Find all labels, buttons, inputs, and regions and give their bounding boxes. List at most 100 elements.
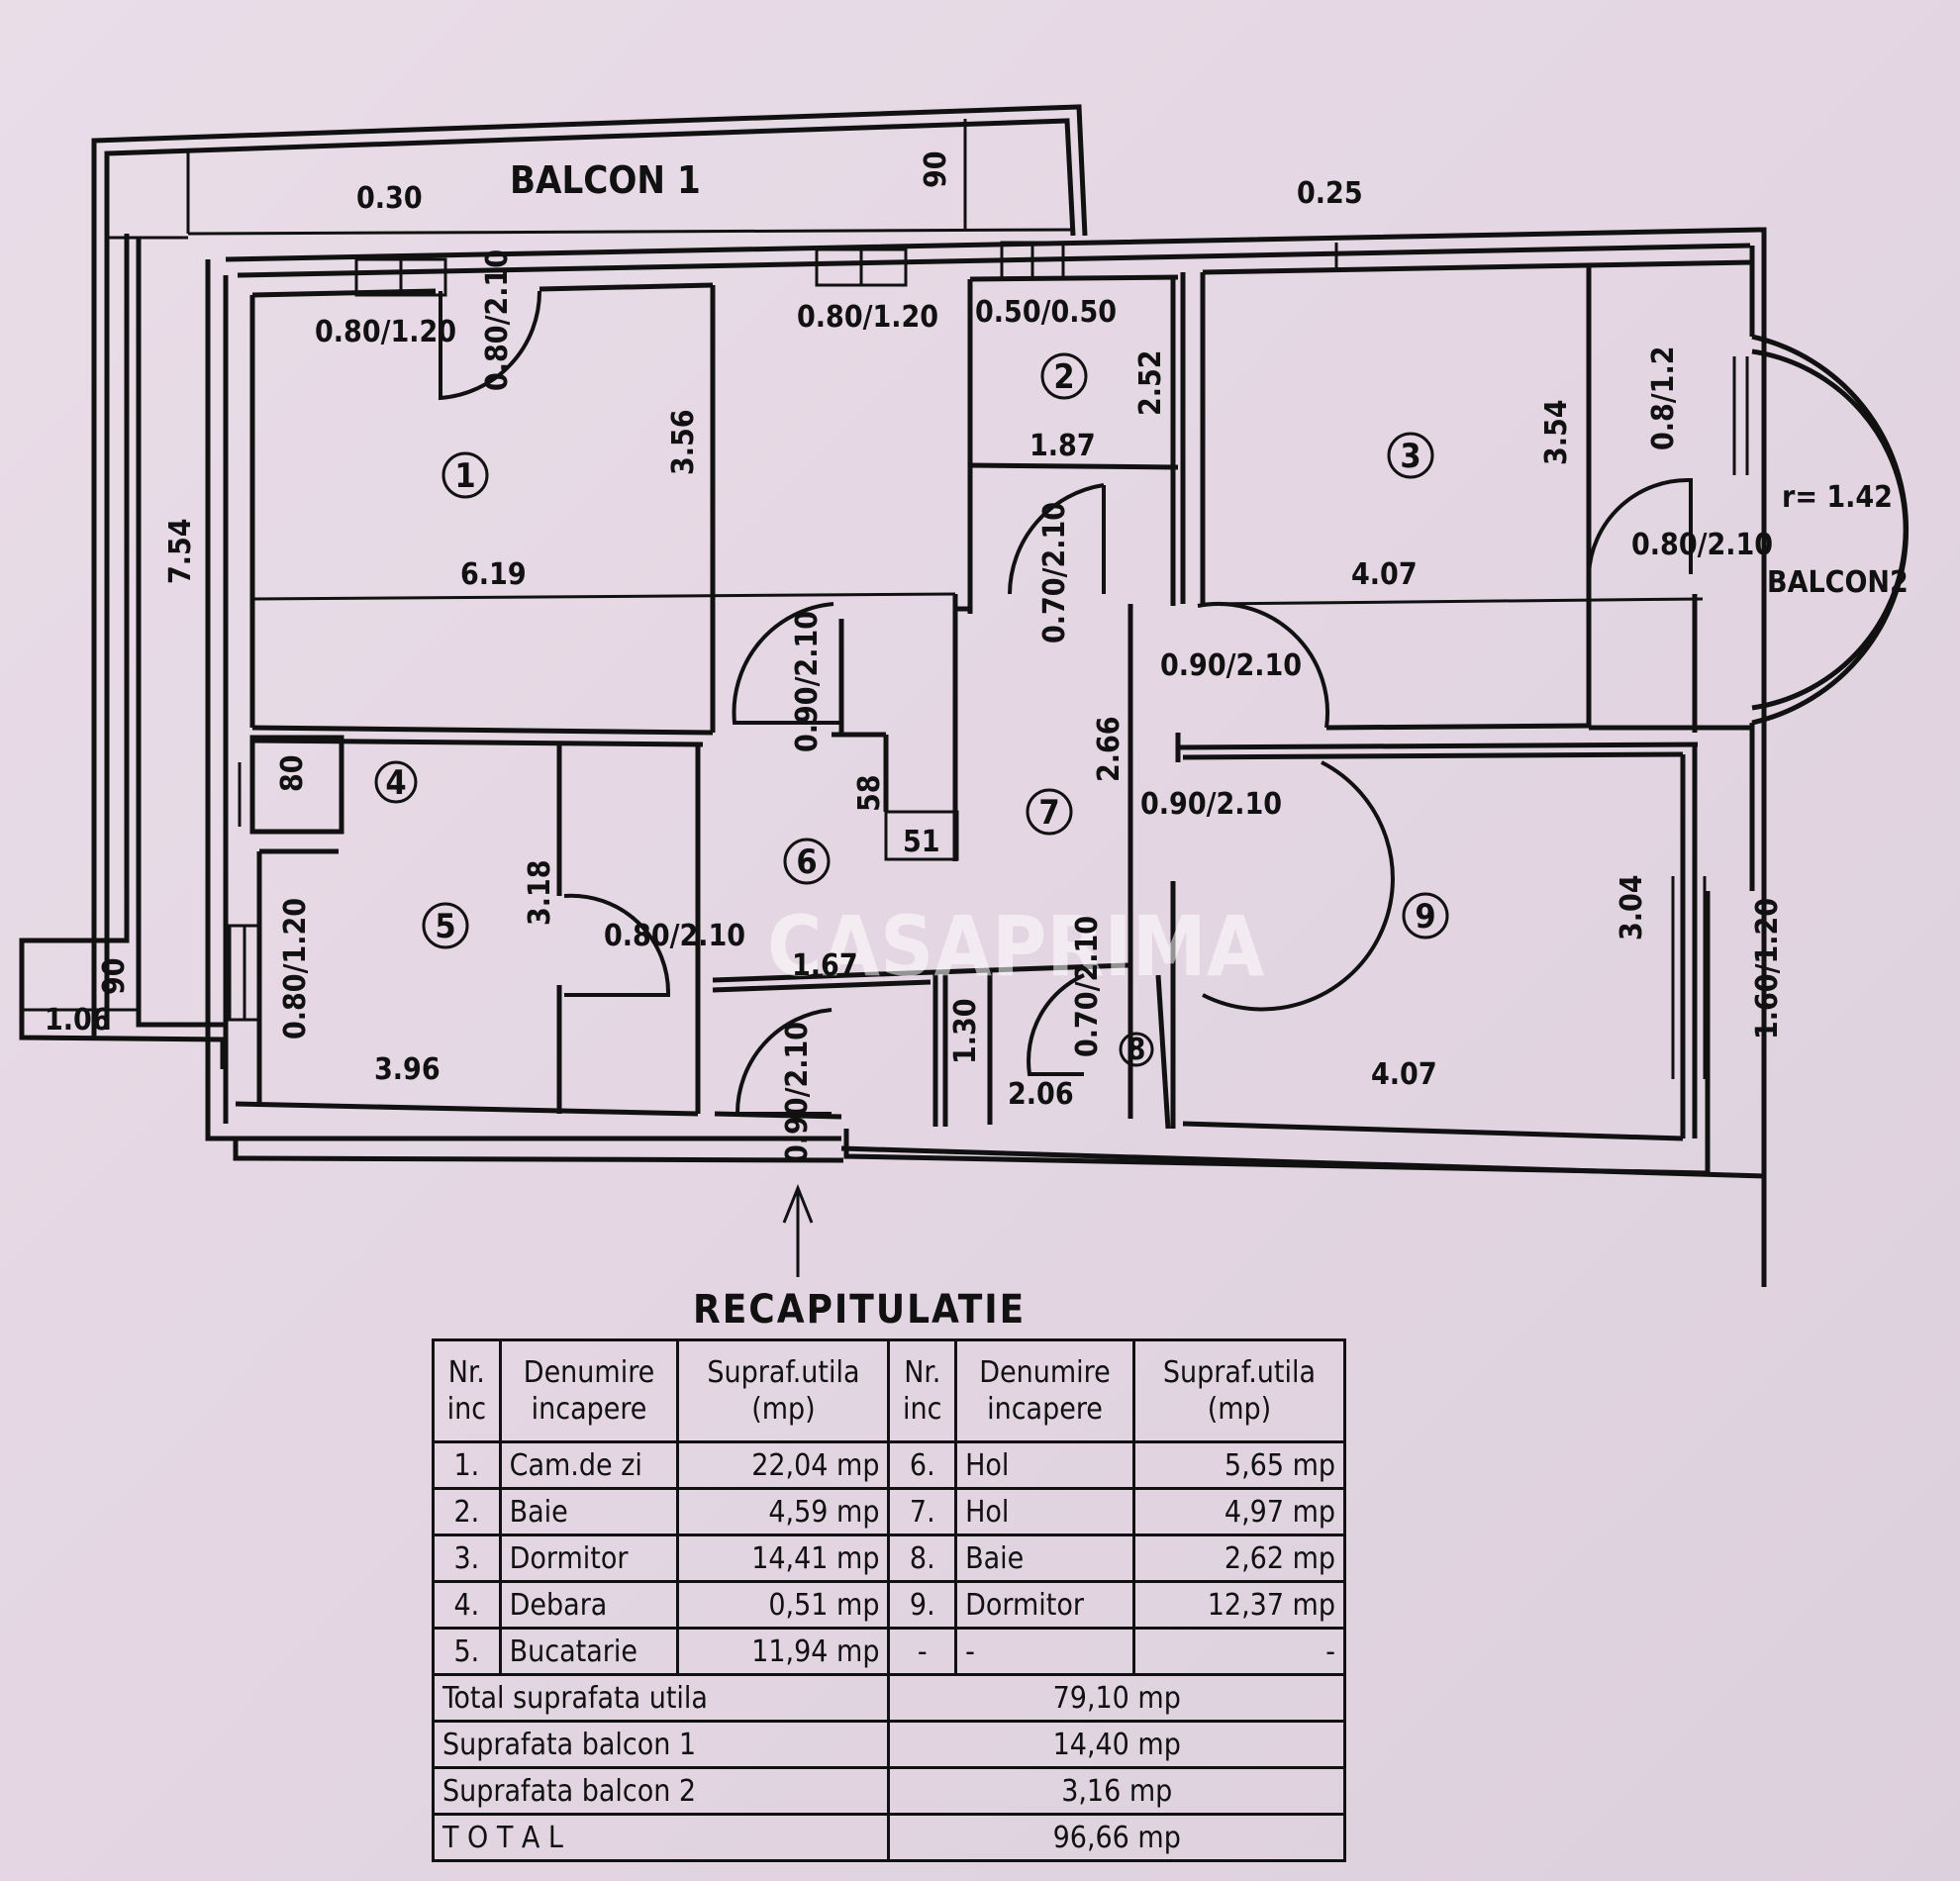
room-number-4: 4	[385, 763, 406, 803]
room-numbers: 1 2 3 4 5 6 7 8 9	[374, 352, 1449, 1067]
dim-hall6-door: 0.90/2.10	[790, 611, 825, 752]
dim-r8-width: 2.06	[1008, 1077, 1074, 1112]
room-number-5: 5	[435, 907, 455, 946]
balcony-1-label: BALCON 1	[510, 158, 701, 202]
table-header-row: Nr. inc Denumire incapere Supraf.utila (…	[432, 1338, 1347, 1443]
total-label: Suprafata balcon 2	[431, 1766, 891, 1816]
doors	[439, 290, 1693, 1116]
dim-entry-door: 0.90/2.10	[780, 1022, 815, 1163]
header-area-2: Supraf.utila (mp)	[1131, 1338, 1347, 1443]
header-area: Supraf.utila (mp)	[676, 1338, 891, 1443]
room-number-9: 9	[1415, 897, 1435, 937]
row-num-2: -	[887, 1627, 958, 1676]
dim-r9-window: 1.60/1.20	[1750, 898, 1785, 1040]
row-area-2: 4,97 mp	[1131, 1487, 1347, 1536]
interior-walls	[249, 259, 1753, 1138]
total-value: 14,40 mp	[887, 1720, 1346, 1769]
total-value: 3,16 mp	[887, 1766, 1346, 1816]
dim-030: 0.30	[356, 181, 423, 216]
row-name-2: Hol	[954, 1440, 1135, 1490]
dim-r9-door: 0.90/2.10	[1140, 787, 1282, 822]
header-name-2: Denumire incapere	[954, 1338, 1135, 1443]
row-area: 14,41 mp	[676, 1534, 891, 1583]
header-nr: Nr. inc	[432, 1338, 502, 1443]
row-num: 5.	[432, 1627, 502, 1676]
row-name-2: Dormitor	[954, 1580, 1135, 1630]
dim-b2-door: 0.80/2.10	[1631, 528, 1773, 562]
dim-b2-window: 0.8/1.2	[1646, 346, 1681, 450]
outer-walls	[205, 227, 1767, 1287]
radius-label: r= 1.42	[1782, 480, 1893, 515]
dim-58: 58	[852, 774, 887, 812]
balcony-2-label: BALCON2	[1767, 565, 1909, 600]
header-name: Denumire incapere	[498, 1338, 680, 1443]
total-label: Suprafata balcon 1	[431, 1720, 891, 1769]
row-num-2: 7.	[887, 1487, 958, 1536]
dim-r1-door: 0.80/2.10	[480, 249, 515, 391]
row-name-2: Baie	[954, 1534, 1135, 1583]
total-label: T O T A L	[431, 1813, 891, 1862]
row-name: Baie	[498, 1487, 680, 1536]
row-area: 22,04 mp	[676, 1440, 891, 1490]
row-name-2: -	[954, 1627, 1135, 1676]
table-row: 3. Dormitor 14,41 mp 8. Baie 2,62 mp	[432, 1534, 1347, 1583]
recap-title: RECAPITULATIE	[693, 1287, 1027, 1333]
row-name: Cam.de zi	[498, 1440, 680, 1490]
row-area: 11,94 mp	[676, 1627, 891, 1676]
row-area-2: 12,37 mp	[1131, 1580, 1347, 1630]
row-area: 0,51 mp	[676, 1580, 891, 1630]
dim-r5-window: 0.80/1.20	[278, 898, 313, 1040]
dim-r3-door: 0.90/2.10	[1160, 648, 1302, 683]
row-area-2: 2,62 mp	[1131, 1534, 1347, 1583]
dim-754: 7.54	[163, 518, 198, 584]
room-number-3: 3	[1400, 437, 1421, 476]
room-number-1: 1	[454, 456, 475, 496]
row-num: 4.	[432, 1580, 502, 1630]
header-nr-2: Nr. inc	[887, 1338, 958, 1443]
dim-r9-width: 4.07	[1371, 1057, 1437, 1092]
dim-r1-width: 6.19	[460, 557, 527, 592]
balcony-1	[91, 104, 1088, 1040]
dimensions: 0.30 90 0.25 7.54 0.80/1.20 0.80/2.10 0.…	[45, 150, 1785, 1163]
entry-arrow	[782, 1183, 814, 1277]
floor-plan: 1 2 3 4 5 6 7 8 9 BALCON 1 BALCON2 r= 1.…	[19, 104, 1910, 1287]
table-row: 5. Bucatarie 11,94 mp - - -	[432, 1627, 1347, 1676]
dim-90-top: 90	[919, 150, 953, 188]
dim-r2-window: 0.50/0.50	[975, 295, 1117, 330]
row-num: 2.	[432, 1487, 502, 1536]
dim-r3-width: 4.07	[1351, 557, 1418, 592]
dim-r1-height: 3.56	[666, 409, 701, 475]
dim-80: 80	[275, 754, 310, 792]
table-row: 1. Cam.de zi 22,04 mp 6. Hol 5,65 mp	[432, 1440, 1347, 1490]
dim-90-left: 90	[97, 957, 132, 995]
dim-r9-height: 3.04	[1615, 874, 1649, 940]
dim-r2-height: 2.52	[1133, 349, 1168, 416]
room-number-6: 6	[796, 842, 817, 882]
row-name: Debara	[498, 1580, 680, 1630]
total-row: Total suprafata utila 79,10 mp	[431, 1673, 1346, 1723]
total-row: Suprafata balcon 1 14,40 mp	[431, 1720, 1346, 1769]
row-name-2: Hol	[954, 1487, 1135, 1536]
dim-r5-height: 3.18	[523, 859, 557, 926]
room-number-8: 8	[1127, 1033, 1146, 1067]
windows	[228, 241, 1338, 1022]
row-area-2: -	[1131, 1627, 1347, 1676]
table-row: 4. Debara 0,51 mp 9. Dormitor 12,37 mp	[432, 1580, 1347, 1630]
row-num: 3.	[432, 1534, 502, 1583]
row-num-2: 9.	[887, 1580, 958, 1630]
balcony-2	[1732, 334, 1910, 726]
dim-r5-width: 3.96	[374, 1052, 441, 1087]
row-area: 4,59 mp	[676, 1487, 891, 1536]
total-row: Suprafata balcon 2 3,16 mp	[431, 1766, 1346, 1816]
dim-hall7-door: 0.70/2.10	[1037, 502, 1072, 644]
dim-r8-height: 1.30	[948, 998, 983, 1064]
dim-167: 1.67	[792, 948, 858, 983]
room-number-2: 2	[1053, 357, 1074, 397]
total-label: Total suprafata utila	[431, 1673, 891, 1723]
recap-table: Nr. inc Denumire incapere Supraf.utila (…	[431, 1338, 1347, 1862]
dim-kitchen-window-top: 0.80/1.20	[797, 300, 938, 335]
row-name: Dormitor	[498, 1534, 680, 1583]
dim-025: 0.25	[1297, 176, 1363, 211]
watermark: CASAPRIMA	[767, 898, 1265, 995]
room-number-7: 7	[1038, 793, 1059, 833]
